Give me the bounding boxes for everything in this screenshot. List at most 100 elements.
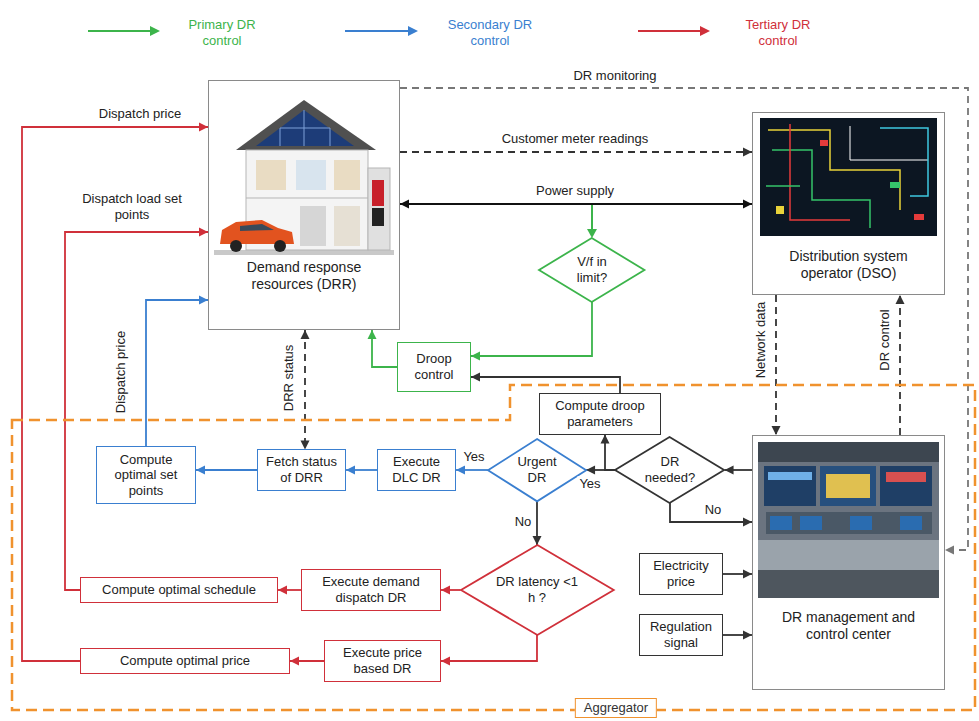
- edge-label: DRR status: [281, 343, 297, 413]
- diamond-outline: [488, 439, 586, 501]
- network-screen: [768, 130, 900, 210]
- process-box: Compute optimal set points: [96, 446, 196, 504]
- control-room-photo: [800, 516, 822, 530]
- control-room-photo: [758, 442, 939, 598]
- edge-label: Dispatch price: [97, 106, 183, 122]
- resource-box: Demand response resources (DRR): [208, 80, 400, 330]
- diamond-outline: [539, 238, 644, 302]
- control-room-photo: [820, 466, 876, 506]
- edge-label: No: [513, 514, 534, 530]
- connector: [196, 466, 257, 475]
- house-illustration: [280, 128, 281, 146]
- control-room-photo: [880, 466, 932, 506]
- legend-arrow: [150, 26, 160, 36]
- connector: [723, 631, 752, 640]
- decision-diamond: DR needed?: [615, 437, 724, 503]
- legend-arrow: [345, 26, 418, 36]
- house-illustration: [334, 160, 360, 190]
- control-room-photo: [886, 472, 926, 482]
- edge-label: Network data: [753, 300, 769, 381]
- connector: [368, 330, 377, 339]
- house-illustration: [236, 100, 376, 150]
- house-illustration: [230, 240, 242, 252]
- node-text: DR latency <1 h ?: [495, 574, 579, 605]
- control-room-photo: [850, 516, 872, 530]
- input-box: Electricity price: [639, 553, 723, 594]
- connector: [743, 631, 752, 640]
- node-text: Execute DLC DR: [382, 454, 451, 485]
- node-text: Regulation signal: [644, 619, 718, 650]
- connector: [471, 373, 480, 382]
- connector: [400, 200, 409, 209]
- legend-arrow: [700, 26, 710, 36]
- connector: [441, 635, 537, 666]
- connector: [441, 586, 461, 595]
- node-text: Execute price based DR: [329, 645, 436, 676]
- connector: [400, 203, 752, 205]
- process-box: Fetch status of DRR: [257, 449, 346, 490]
- legend-arrow: [88, 30, 152, 32]
- decision-diamond: V/f in limit?: [539, 238, 644, 302]
- control-room-photo: [758, 570, 939, 598]
- connector: [601, 435, 610, 444]
- control-room-photo: [758, 442, 939, 598]
- house-illustration: [334, 206, 360, 246]
- connector: [65, 228, 208, 591]
- connector: [400, 148, 752, 157]
- connector: [670, 503, 752, 527]
- house-illustration: [214, 250, 394, 255]
- house-illustration: [274, 240, 286, 252]
- connector: [290, 657, 324, 666]
- connector: [400, 88, 968, 550]
- edge-label: Yes: [461, 449, 486, 465]
- network-screen: [760, 118, 937, 236]
- legend-text: Secondary DR control: [440, 17, 540, 48]
- edge-label: No: [703, 502, 724, 518]
- connector: [471, 302, 592, 361]
- node-text: V/f in limit?: [563, 254, 621, 285]
- process-box: Droop control: [397, 342, 471, 392]
- edge-label: Customer meter readings: [500, 131, 651, 147]
- legend-arrow: [638, 30, 702, 32]
- process-box: Execute demand dispatch DR: [301, 569, 441, 610]
- legend-arrow: [638, 26, 710, 36]
- input-box: Regulation signal: [639, 614, 723, 655]
- connector: [471, 352, 480, 361]
- connector: [400, 200, 752, 209]
- connector: [441, 635, 537, 661]
- node-text: Compute optimal price: [120, 653, 250, 669]
- connector: [146, 300, 208, 446]
- supply-tap-arrow: [587, 229, 597, 238]
- supply-tap-arrow: [591, 205, 593, 230]
- network-screen: [776, 206, 784, 214]
- connector: [196, 469, 257, 471]
- house-illustration: [372, 180, 384, 206]
- connector: [896, 295, 905, 435]
- house-illustration: [330, 128, 331, 146]
- house-illustration: [256, 160, 286, 190]
- node-text: Compute droop parameters: [544, 398, 656, 429]
- connector: [199, 123, 208, 132]
- process-box: Compute optimal price: [80, 648, 290, 674]
- edge-label: Power supply: [534, 183, 616, 199]
- node-text: Droop control: [402, 351, 466, 382]
- node-text: Execute demand dispatch DR: [306, 574, 436, 605]
- edge-label: Yes: [577, 476, 602, 492]
- decision-diamond: DR latency <1 h ?: [461, 545, 614, 635]
- house-illustration: [214, 100, 394, 255]
- connector: [346, 466, 355, 475]
- connector: [899, 295, 901, 435]
- connector: [743, 148, 752, 157]
- control-room-photo: [758, 540, 939, 570]
- network-screen: [772, 150, 870, 228]
- aggregator-region: AggregatorCompute droop parametersDR nee…: [12, 385, 975, 710]
- connector: [301, 330, 310, 449]
- region-outline: [12, 385, 975, 710]
- connector: [456, 466, 488, 475]
- connector: [441, 586, 450, 595]
- process-box: Compute droop parameters: [539, 393, 661, 434]
- control-room-photo: [770, 516, 792, 530]
- edge-label: Dispatch price: [113, 329, 129, 415]
- control-room-photo: [900, 516, 922, 530]
- connector: [670, 503, 752, 522]
